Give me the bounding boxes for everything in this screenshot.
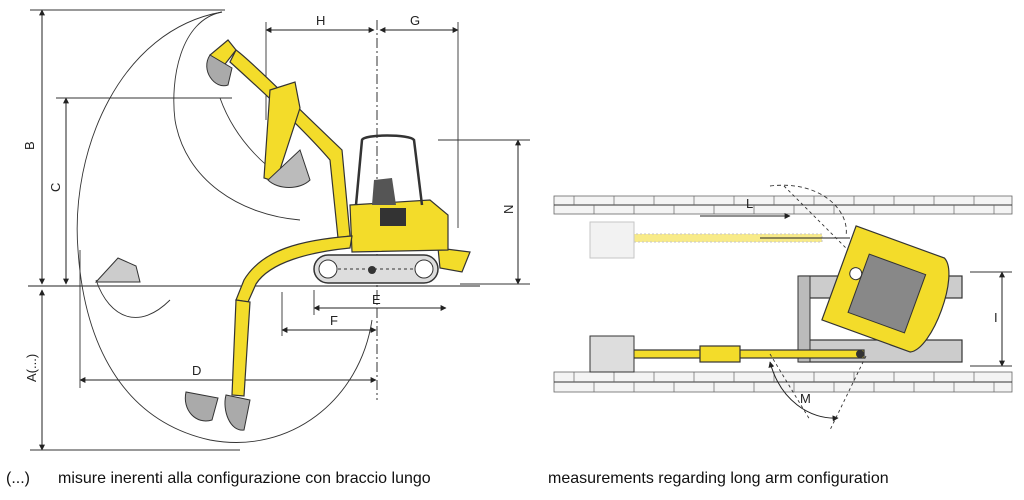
label-f: F [330, 313, 338, 328]
dozer-blade [437, 247, 471, 273]
blade-top [797, 275, 811, 363]
label-m: M [800, 391, 811, 406]
label-i: I [994, 310, 998, 325]
label-d: D [192, 363, 201, 378]
working-envelope-outer [76, 11, 373, 443]
arm-faint [589, 221, 823, 259]
bucket-ground-position [94, 257, 141, 283]
label-n: N [501, 205, 516, 214]
excavator-body [313, 134, 471, 284]
arm-offset [589, 335, 865, 373]
label-c: C [48, 183, 63, 192]
engine-grille [380, 208, 406, 226]
label-b: B [22, 141, 37, 150]
operator-seat [372, 178, 396, 205]
working-envelope-inner [173, 11, 301, 221]
dim-arc-m [768, 361, 839, 422]
wall-top [553, 195, 1013, 215]
label-a: A(...) [24, 354, 39, 382]
caption-english: measurements regarding long arm configur… [548, 470, 889, 487]
swing-arc-top [769, 184, 847, 237]
label-h: H [316, 13, 325, 28]
caption-italian: misure inerenti alla configurazione con … [58, 470, 431, 487]
label-g: G [410, 13, 420, 28]
side-view: B C A(...) H G N E F D [22, 9, 530, 451]
boom-raised [206, 39, 351, 239]
top-view: L I M [553, 184, 1013, 431]
cab-frame [354, 134, 424, 206]
label-e: E [372, 292, 381, 307]
boom-lowered [184, 235, 353, 431]
label-l: L [746, 196, 753, 211]
caption-marker: (...) [6, 470, 30, 487]
upper-structure-top [821, 225, 950, 353]
